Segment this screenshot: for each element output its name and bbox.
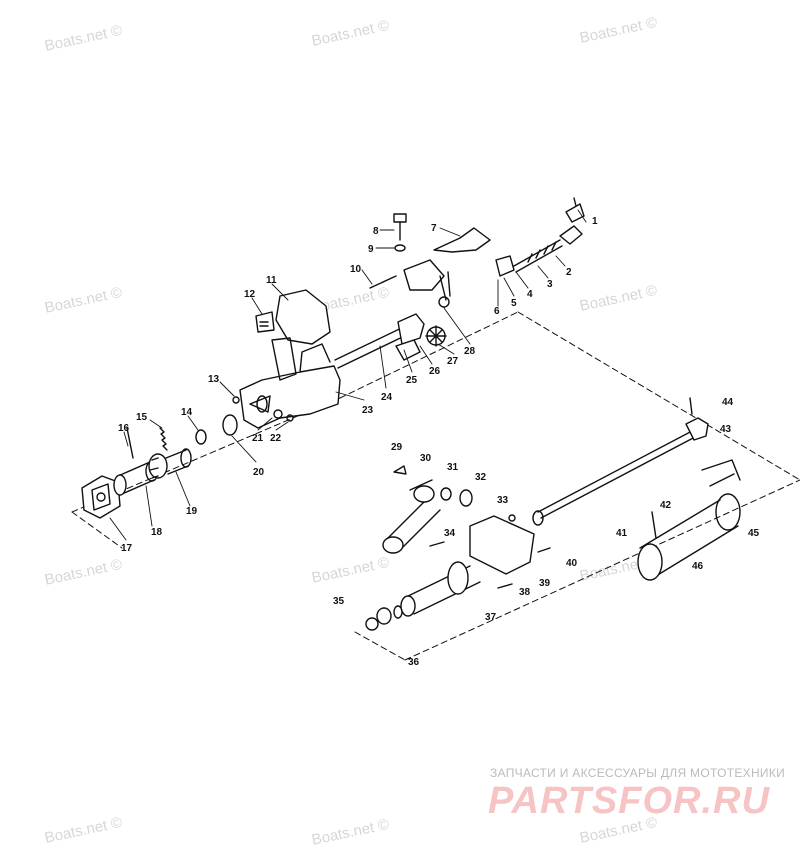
- callout-6: 6: [494, 306, 500, 317]
- callout-30: 30: [420, 453, 432, 464]
- callout-44: 44: [722, 397, 734, 408]
- callout-26: 26: [429, 366, 441, 377]
- callout-2: 2: [566, 267, 572, 278]
- callout-10: 10: [350, 264, 362, 275]
- callout-3: 3: [547, 279, 553, 290]
- callout-32: 32: [475, 472, 487, 483]
- callout-36: 36: [408, 657, 420, 668]
- callout-12: 12: [244, 289, 256, 300]
- callout-34: 34: [444, 528, 456, 539]
- callout-9: 9: [368, 244, 374, 255]
- callout-45: 45: [748, 528, 760, 539]
- callout-25: 25: [406, 375, 418, 386]
- callout-labels: 1 2 3 4 5 6 7 8 9 10 11 12 13 14 15 16 1…: [118, 216, 760, 668]
- callout-38: 38: [519, 587, 531, 598]
- callout-14: 14: [181, 407, 193, 418]
- callout-8: 8: [373, 226, 379, 237]
- callout-20: 20: [253, 467, 265, 478]
- callout-35: 35: [333, 596, 345, 607]
- callout-11: 11: [266, 275, 277, 286]
- callout-13: 13: [208, 374, 220, 385]
- callout-27: 27: [447, 356, 459, 367]
- callout-22: 22: [270, 433, 282, 444]
- callout-37: 37: [485, 612, 497, 623]
- callout-17: 17: [121, 543, 133, 554]
- callout-21: 21: [252, 433, 264, 444]
- callout-31: 31: [447, 462, 459, 473]
- callout-15: 15: [136, 412, 148, 423]
- callout-39: 39: [539, 578, 551, 589]
- callout-23: 23: [362, 405, 374, 416]
- callout-42: 42: [660, 500, 672, 511]
- callout-41: 41: [616, 528, 628, 539]
- callout-5: 5: [511, 298, 517, 309]
- callout-24: 24: [381, 392, 393, 403]
- callout-46: 46: [692, 561, 704, 572]
- callout-4: 4: [527, 289, 533, 300]
- brand-logo: PARTSFOR.RU: [488, 780, 770, 822]
- callout-43: 43: [720, 424, 732, 435]
- callout-16: 16: [118, 423, 130, 434]
- callout-18: 18: [151, 527, 163, 538]
- callout-1: 1: [592, 216, 598, 227]
- callout-29: 29: [391, 442, 403, 453]
- callout-40: 40: [566, 558, 578, 569]
- callout-7: 7: [431, 223, 437, 234]
- callout-33: 33: [497, 495, 509, 506]
- brand-tagline: ЗАПЧАСТИ И АКСЕССУАРЫ ДЛЯ МОТОТЕХНИКИ: [490, 766, 786, 780]
- callout-28: 28: [464, 346, 476, 357]
- callout-19: 19: [186, 506, 198, 517]
